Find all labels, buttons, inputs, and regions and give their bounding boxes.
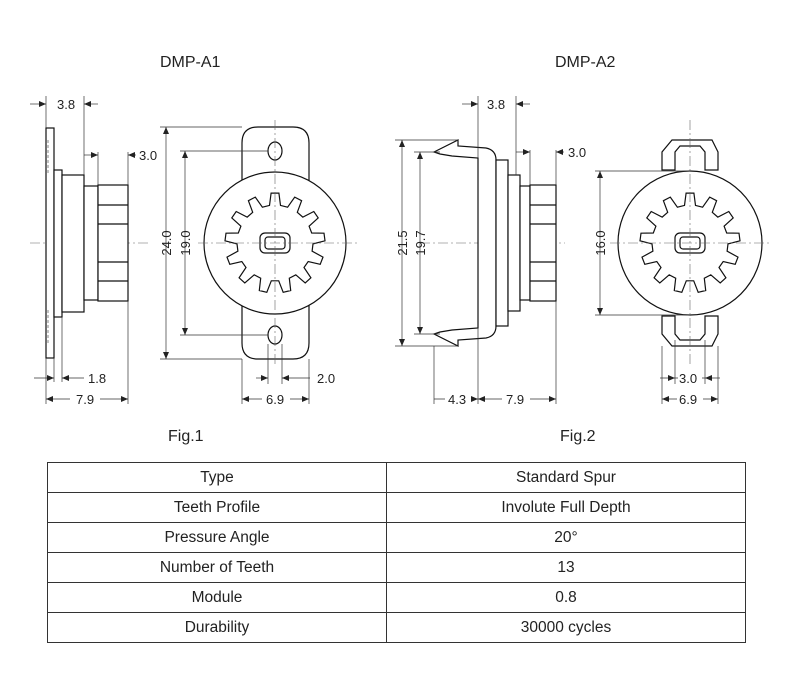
fig1-dim-height-inner: 19.0 xyxy=(178,230,193,255)
table-row: Module 0.8 xyxy=(47,582,746,613)
spec-value: 20° xyxy=(386,522,746,553)
fig2-dim-height-outer: 21.5 xyxy=(395,230,410,255)
spec-label: Module xyxy=(47,582,387,613)
spec-label: Type xyxy=(47,462,387,493)
spec-value: 0.8 xyxy=(386,582,746,613)
fig2-side-view xyxy=(420,139,565,347)
fig1-dim-gear-face: 3.0 xyxy=(139,148,157,163)
spec-value: Standard Spur xyxy=(386,462,746,493)
fig2-dim-21.5: 21.5 xyxy=(395,139,458,347)
fig1-dim-base-thickness: 1.8 xyxy=(88,371,106,386)
fig2-dim-gear-dia: 16.0 xyxy=(593,230,608,255)
fig2-dim-overall-depth: 7.9 xyxy=(506,392,524,407)
fig1-side-view xyxy=(30,127,148,359)
table-row: Number of Teeth 13 xyxy=(47,552,746,583)
spec-value: Involute Full Depth xyxy=(386,492,746,523)
spec-value: 30000 cycles xyxy=(386,612,746,643)
fig1-dim-top-thickness: 3.8 xyxy=(57,97,75,112)
fig2-dim-19.7: 19.7 xyxy=(413,151,440,335)
fig2-dim-6.9: 6.9 xyxy=(661,346,719,407)
fig2-dim-4.3-7.9: 4.3 7.9 xyxy=(433,301,557,407)
fig1-dim-3.8: 3.8 xyxy=(30,96,98,175)
fig2-caption: Fig.2 xyxy=(560,428,596,445)
fig1-dim-bottom-width: 6.9 xyxy=(266,392,284,407)
table-row: Teeth Profile Involute Full Depth xyxy=(47,492,746,523)
fig2-front-view xyxy=(610,120,770,366)
fig1-dim-height-outer: 24.0 xyxy=(159,230,174,255)
fig1-model-title: DMP-A1 xyxy=(160,54,221,71)
fig2-dim-clip-offset: 4.3 xyxy=(448,392,466,407)
spec-label: Durability xyxy=(47,612,387,643)
fig2-dim-top-thickness: 3.8 xyxy=(487,97,505,112)
spec-label: Teeth Profile xyxy=(47,492,387,523)
fig1-caption: Fig.1 xyxy=(168,428,204,445)
fig2-dim-tab-inner: 3.0 xyxy=(679,371,697,386)
spec-label: Number of Teeth xyxy=(47,552,387,583)
table-row: Durability 30000 cycles xyxy=(47,612,746,643)
fig2-dim-tab-outer: 6.9 xyxy=(679,392,697,407)
fig2-dim-height-inner: 19.7 xyxy=(413,230,428,255)
fig1-dim-2.0: 2.0 xyxy=(256,344,335,386)
fig1-dim-24.0: 24.0 xyxy=(159,126,242,360)
fig1-dim-19.0: 19.0 xyxy=(178,150,268,336)
fig2-dim-3.0-bottom: 3.0 xyxy=(660,340,720,386)
technical-drawing: 3.8 3.0 1.8 7.9 xyxy=(30,96,770,407)
spec-table: Type Standard Spur Teeth Profile Involut… xyxy=(47,462,746,643)
fig2-dim-3.0: 3.0 xyxy=(516,145,586,185)
table-row: Pressure Angle 20° xyxy=(47,522,746,553)
fig2-dim-16.0: 16.0 xyxy=(593,170,690,316)
table-row: Type Standard Spur xyxy=(47,462,746,493)
fig2-model-title: DMP-A2 xyxy=(555,54,616,71)
spec-value: 13 xyxy=(386,552,746,583)
fig1-dim-7.9: 7.9 xyxy=(45,301,129,407)
fig1-front-view xyxy=(198,120,358,366)
fig1-dim-6.9: 6.9 xyxy=(241,359,310,407)
fig1-dim-overall-depth: 7.9 xyxy=(76,392,94,407)
fig2-dim-gear-face: 3.0 xyxy=(568,145,586,160)
fig1-dim-1.8: 1.8 xyxy=(34,317,106,386)
fig1-dim-3.0: 3.0 xyxy=(84,148,157,185)
spec-label: Pressure Angle xyxy=(47,522,387,553)
fig1-dim-hole-offset: 2.0 xyxy=(317,371,335,386)
fig2-dim-3.8: 3.8 xyxy=(462,96,530,175)
